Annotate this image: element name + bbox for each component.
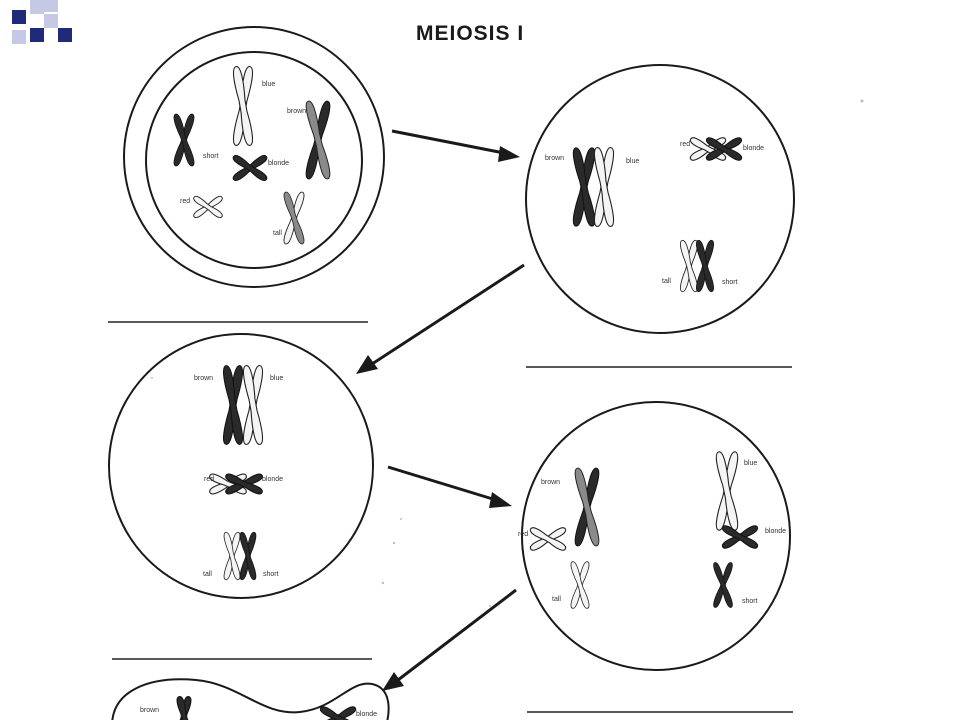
tetrad-red-blonde xyxy=(688,135,744,163)
nuclear-envelope xyxy=(145,51,363,269)
tetrad-red-blonde xyxy=(207,471,265,497)
cell-membrane xyxy=(108,333,374,599)
chromosome-blonde xyxy=(318,704,358,720)
label-short: short xyxy=(203,153,219,160)
label-red: red xyxy=(518,531,528,538)
tetrad-tall-short xyxy=(678,239,716,293)
chromosome-brown xyxy=(175,695,193,720)
label-blonde: blonde xyxy=(765,528,786,535)
label-blue: blue xyxy=(270,375,283,382)
cell-membrane xyxy=(123,26,385,288)
chromosome-brown-right xyxy=(303,99,333,181)
page-title: MEIOSIS I xyxy=(416,22,524,45)
label-short: short xyxy=(722,279,738,286)
label-red: red xyxy=(680,141,690,148)
label-short: short xyxy=(742,598,758,605)
label-brown: brown xyxy=(545,155,564,162)
arrow-2 xyxy=(356,263,525,374)
tetrad-tall-short xyxy=(222,531,258,581)
label-short: short xyxy=(263,571,279,578)
cell-telophase: brown blonde xyxy=(111,678,390,720)
label-tall: tall xyxy=(662,278,671,285)
label-blonde: blonde xyxy=(268,160,289,167)
chromosome-brown-dark xyxy=(171,112,197,168)
arrow-4 xyxy=(382,588,517,691)
label-brown: brown xyxy=(194,375,213,382)
tetrad-brown-blue xyxy=(221,364,265,446)
cell-membrane xyxy=(521,401,791,671)
label-blue: blue xyxy=(262,81,275,88)
cell-anaphase: brown blue red blonde tall short xyxy=(518,401,791,671)
label-brown: brown xyxy=(287,108,306,115)
quilt-squares-logo xyxy=(12,0,72,44)
tetrad-brown-blue xyxy=(571,146,616,228)
label-tall: tall xyxy=(203,571,212,578)
cell-prophase-2: brown blue red blonde tall short xyxy=(525,64,795,334)
cell-membrane-pinching xyxy=(111,678,390,720)
chromosome-blonde xyxy=(720,523,760,551)
chromosome-tall xyxy=(281,190,307,246)
label-blue: blue xyxy=(744,460,757,467)
chromosome-red xyxy=(191,194,225,220)
chromosome-tall xyxy=(569,560,591,610)
label-tall: tall xyxy=(273,230,282,237)
label-blonde: blonde xyxy=(356,711,377,718)
label-blonde: blonde xyxy=(743,145,764,152)
label-blonde: blonde xyxy=(262,476,283,483)
chromosome-brown xyxy=(572,466,602,548)
chromosome-blue xyxy=(713,450,741,532)
chromosome-short xyxy=(711,561,735,609)
arrow-1 xyxy=(391,129,520,162)
cell-membrane xyxy=(525,64,795,334)
paper-specks xyxy=(151,99,864,607)
cell-metaphase: brown blue red blonde tall short xyxy=(108,333,374,599)
chromosome-blonde xyxy=(231,153,269,183)
label-brown: brown xyxy=(140,707,159,714)
arrow-3 xyxy=(387,465,512,508)
label-tall: tall xyxy=(552,596,561,603)
label-brown: brown xyxy=(541,479,560,486)
chromosome-blue-light xyxy=(231,65,255,147)
cell-prophase-1: short blue brown blonde red ta xyxy=(123,26,385,288)
label-red: red xyxy=(204,476,214,483)
label-blue: blue xyxy=(626,158,639,165)
chromosome-red xyxy=(528,525,568,553)
label-red: red xyxy=(180,198,190,205)
